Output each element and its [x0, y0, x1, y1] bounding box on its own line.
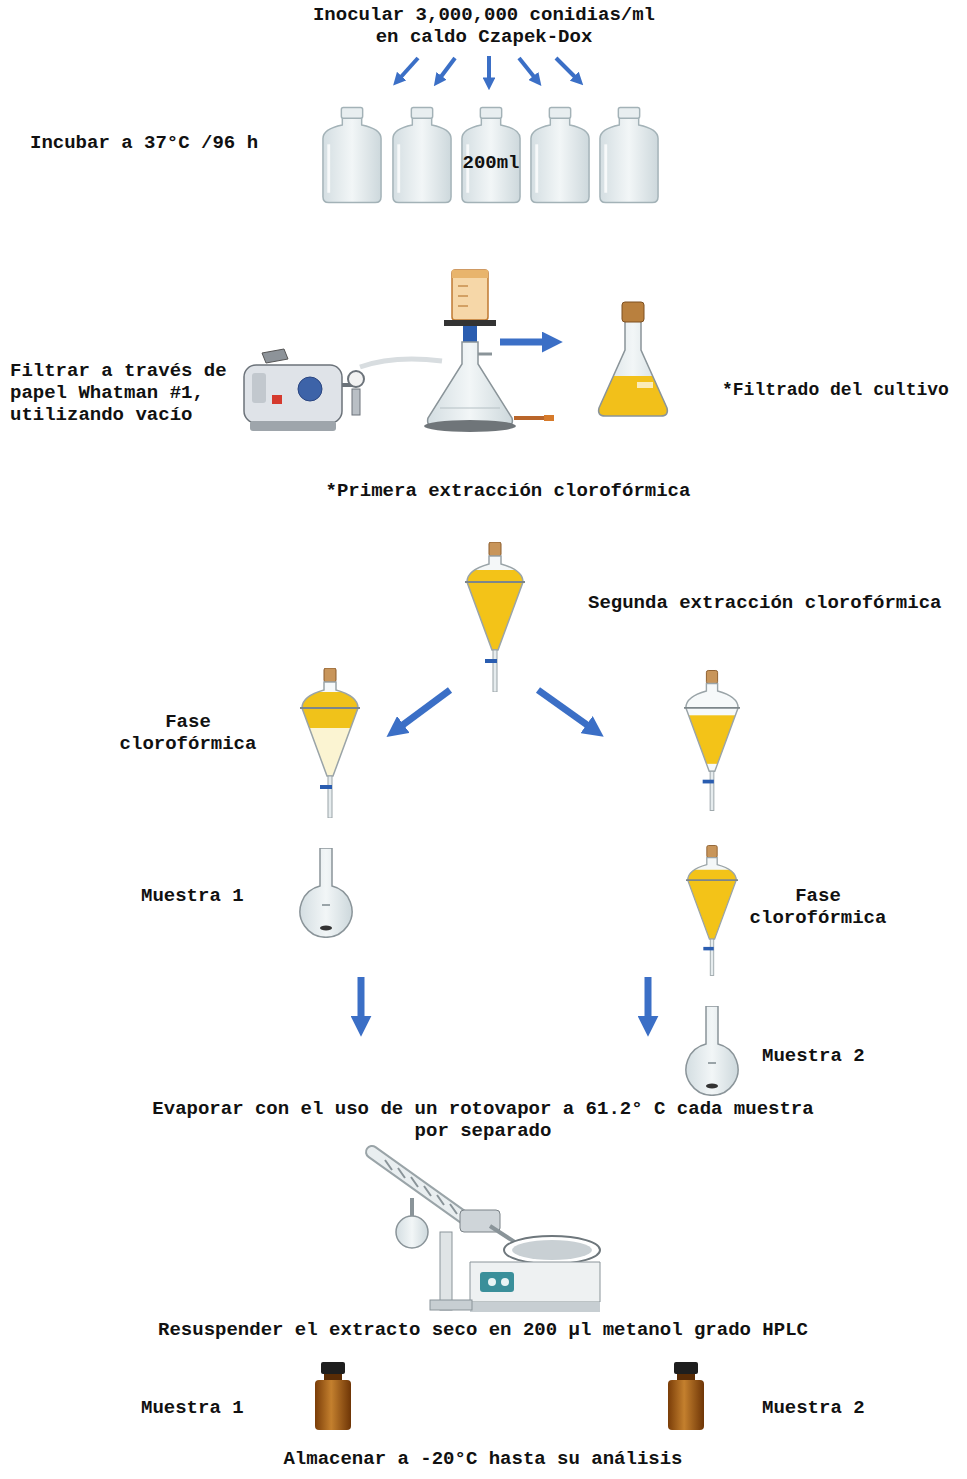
inoculation-arrows: [556, 58, 576, 78]
vacuum-filtration: [440, 408, 500, 409]
vacuum-filtration: [514, 416, 548, 420]
filtrate-flask: [622, 302, 644, 322]
vacuum-pump: [298, 377, 322, 401]
filtrate-flask: [637, 382, 653, 388]
step-text: Filtrar a través de papel Whatman #1, ut…: [10, 360, 238, 426]
vacuum-filtration: [452, 270, 488, 278]
sample-label: Muestra 1: [141, 1397, 271, 1419]
vacuum-filtration: [458, 286, 468, 287]
step-text: Evaporar con el uso de un rotovapor a 61…: [143, 1098, 823, 1142]
rotary-evaporator: [512, 1240, 592, 1260]
round-flasks: [300, 848, 352, 937]
rotary-evaporator: [410, 1198, 414, 1216]
down-arrows: [645, 977, 652, 1020]
amber-vials: [315, 1362, 351, 1430]
step-text: Resuspender el extracto seco en 200 µl m…: [123, 1319, 843, 1341]
sample-label: Muestra 2: [762, 1397, 892, 1419]
process-arrow: [500, 339, 546, 346]
step-text: Segunda extracción clorofórmica: [588, 592, 960, 614]
culture-bottles: [600, 108, 658, 203]
step-text: Inocular 3,000,000 conidias/ml en caldo …: [303, 4, 665, 48]
separatory-funnels: [686, 846, 738, 976]
separatory-funnels: [684, 671, 740, 811]
vacuum-pump: [262, 349, 288, 363]
round-flasks: [300, 848, 738, 1095]
culture-bottles: [531, 108, 589, 203]
sample-label: Muestra 1: [141, 885, 271, 907]
vacuum-pump: [272, 395, 282, 404]
vacuum-filtration: [444, 320, 496, 326]
step-text: Incubar a 37°C /96 h: [30, 132, 280, 154]
vacuum-filtration: [428, 342, 513, 426]
culture-bottles: [323, 108, 381, 203]
rotary-evaporator: [430, 1300, 472, 1310]
phase-label: Fase clorofórmica: [743, 885, 893, 929]
vacuum-filtration: [424, 420, 516, 432]
filtrate-flask: [599, 320, 668, 416]
rotary-evaporator: [396, 1216, 428, 1248]
amber-vials: [668, 1362, 704, 1430]
step-text: *Primera extracción clorofórmica: [298, 480, 718, 502]
vacuum-pump: [352, 389, 360, 415]
vacuum-filtration: [478, 353, 492, 356]
vacuum-filtration: [452, 270, 488, 320]
vacuum-filtration: [424, 270, 554, 432]
culture-bottles: [323, 108, 658, 203]
rotary-evaporator: [440, 1232, 452, 1310]
split-arrows: [400, 690, 590, 727]
vacuum-filtration: [458, 306, 468, 307]
inoculation-arrows: [400, 56, 576, 80]
separatory-funnels: [300, 668, 360, 818]
process-arrow: [500, 339, 546, 346]
inoculation-arrows: [519, 58, 535, 78]
round-flasks: [686, 1006, 738, 1095]
rotary-evaporator: [385, 1160, 457, 1214]
rotary-evaporator: [470, 1302, 600, 1312]
culture-bottles: [393, 108, 451, 203]
vacuum-filtration: [463, 326, 477, 342]
step-text: Almacenar a -20°C hasta su análisis: [253, 1448, 713, 1470]
vacuum-filtration: [544, 415, 554, 421]
down-arrows: [358, 977, 365, 1020]
amber-vials: [315, 1362, 704, 1430]
vacuum-pump: [244, 365, 342, 423]
vacuum-pump: [348, 371, 364, 387]
product-label: *Filtrado del cultivo: [722, 379, 962, 401]
down-arrows: [361, 977, 648, 1020]
split-arrows: [538, 690, 590, 727]
vacuum-pump: [250, 421, 336, 431]
inoculation-arrows: [400, 58, 418, 78]
rotary-evaporator: [501, 1278, 509, 1286]
vacuum-pump: [244, 349, 442, 431]
filtrate-flask: [597, 376, 669, 418]
rotary-evaporator: [488, 1278, 496, 1286]
sample-label: Muestra 2: [762, 1045, 892, 1067]
rotary-evaporator: [504, 1236, 600, 1264]
separatory-funnels: [465, 542, 525, 692]
rotary-evaporator: [480, 1272, 514, 1292]
vacuum-filtration: [458, 296, 468, 297]
vacuum-pump: [252, 373, 266, 403]
inoculation-arrows: [487, 56, 491, 80]
split-arrows: [400, 690, 450, 727]
inoculation-arrows: [440, 58, 455, 78]
rotary-evaporator: [470, 1262, 600, 1302]
rotary-evaporator: [372, 1152, 600, 1312]
phase-label: Fase clorofórmica: [113, 711, 263, 755]
filtrate-flask: [597, 302, 669, 418]
rotary-evaporator: [372, 1152, 470, 1222]
rotary-evaporator: [372, 1152, 470, 1222]
vacuum-pump: [360, 359, 442, 367]
volume-label: 200ml: [451, 152, 531, 174]
